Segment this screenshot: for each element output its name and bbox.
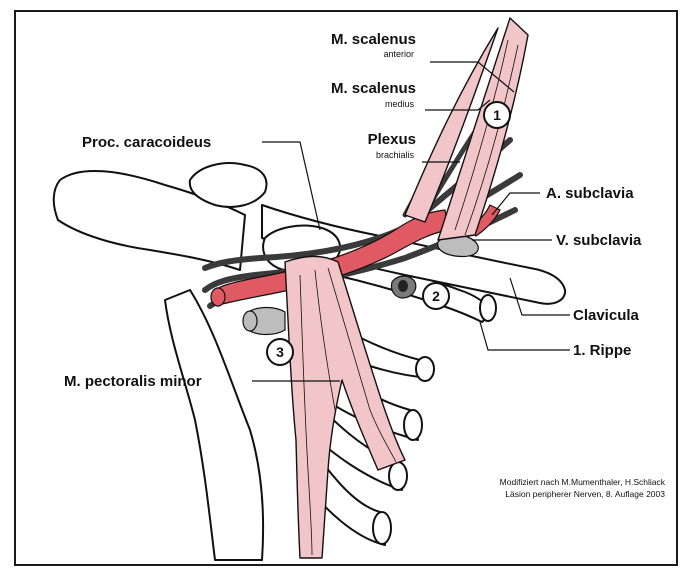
scapula-humerus [54,163,267,560]
rib-4-end [389,462,407,490]
label-scalenus-anterior: M. scalenus [331,31,416,48]
label-clavicula: Clavicula [573,307,640,324]
vessel-lumen [398,280,408,292]
leader-rippe [480,322,570,350]
label-pectoralis-minor: M. pectoralis minor [64,373,202,390]
credit-line-2: Läsion peripherer Nerven, 8. Auflage 200… [505,489,665,499]
artery-cut-end [211,288,225,306]
marker-3: 3 [267,339,293,365]
credit-line-1: Modifiziert nach M.Mumenthaler, H.Schlia… [500,477,666,487]
first-rib-end [480,295,496,321]
sublabel-scalenus-anterior: anterior [383,49,414,59]
label-a-subclavia: A. subclavia [546,185,634,202]
sublabel-plexus: brachialis [376,150,415,160]
marker-1: 1 [484,102,510,128]
marker-3-text: 3 [276,344,284,360]
rib-2-end [416,357,434,381]
rib-3-end [404,410,422,440]
label-rippe: 1. Rippe [573,342,631,359]
marker-2: 2 [423,283,449,309]
sublabel-scalenus-medius: medius [385,99,415,109]
marker-1-text: 1 [493,107,501,123]
scalenus-muscles [405,18,528,240]
vein-cut-end [243,311,257,331]
label-v-subclavia: V. subclavia [556,232,642,249]
rib-5-end [373,512,391,544]
label-scalenus-medius: M. scalenus [331,80,416,97]
label-plexus: Plexus [368,131,416,148]
marker-2-text: 2 [432,288,440,304]
label-proc-caracoideus: Proc. caracoideus [82,134,211,151]
